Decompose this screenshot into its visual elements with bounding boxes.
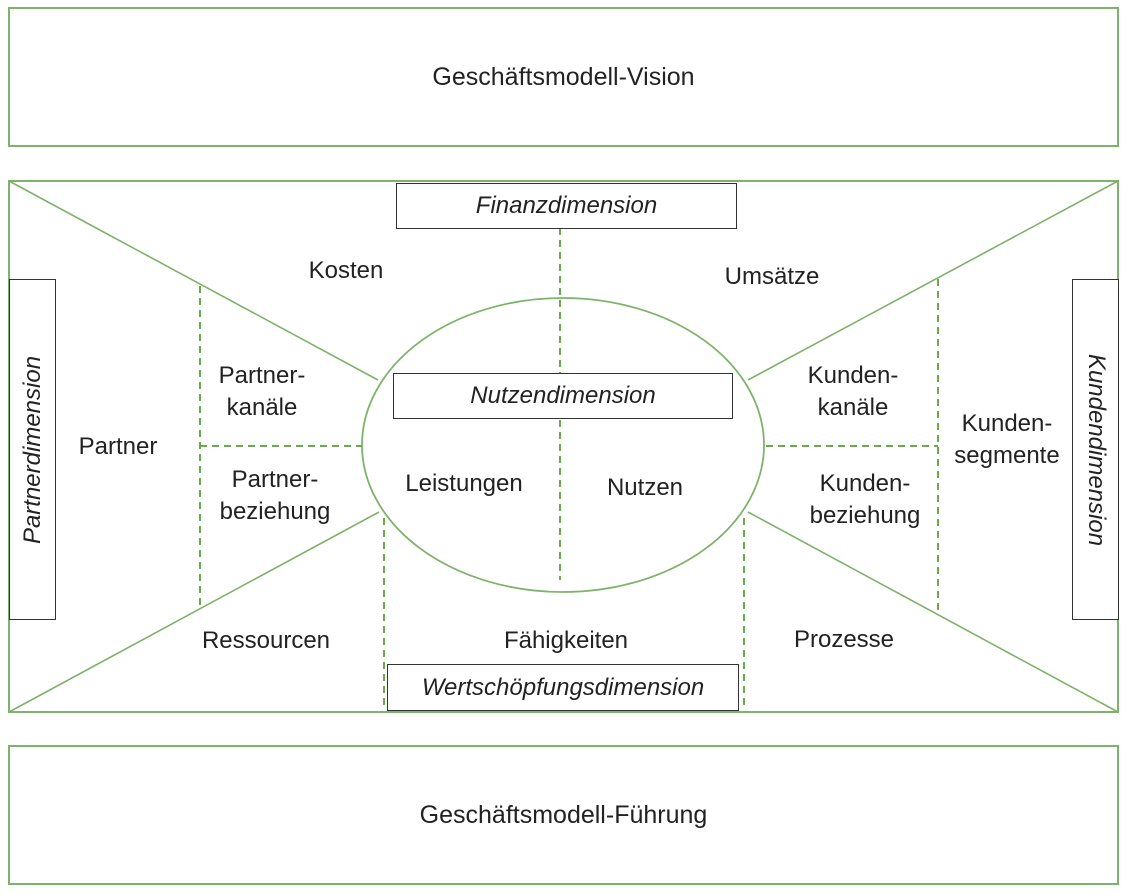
kundendimension-label: Kundendimension <box>1082 353 1110 546</box>
framework-box <box>8 180 1119 713</box>
wertschoepfungsdimension-box: Wertschöpfungsdimension <box>387 664 739 711</box>
fuehrung-box: Geschäftsmodell-Führung <box>8 745 1119 885</box>
label-prozesse: Prozesse <box>793 626 895 653</box>
nutzendimension-box: Nutzendimension <box>393 373 733 419</box>
label-nutzen: Nutzen <box>606 474 684 501</box>
label-partnerbeziehung-line2: beziehung <box>219 498 331 525</box>
label-kosten: Kosten <box>308 257 384 284</box>
label-kundenkanaele: Kunden- kanäle <box>788 360 918 424</box>
label-faehigkeiten: Fähigkeiten <box>503 627 629 654</box>
partnerdimension-box: Partnerdimension <box>9 279 56 620</box>
finanzdimension-label: Finanzdimension <box>475 192 658 219</box>
label-leistungen: Leistungen <box>405 470 523 497</box>
fuehrung-label: Geschäftsmodell-Führung <box>419 800 708 829</box>
finanzdimension-box: Finanzdimension <box>396 183 737 229</box>
diagonal-bottom-right <box>747 511 1119 713</box>
label-partnerbeziehung: Partner- beziehung <box>205 464 345 528</box>
label-partnerkanaele: Partner- kanäle <box>202 360 322 424</box>
label-partnerkanaele-line1: Partner- <box>218 362 306 389</box>
kundendimension-box: Kundendimension <box>1072 279 1119 620</box>
label-umsaetze: Umsätze <box>724 263 820 290</box>
label-kundenkanaele-line2: kanäle <box>817 394 889 421</box>
diagonal-bottom-left <box>8 511 380 713</box>
label-kundenbeziehung: Kunden- beziehung <box>795 468 935 532</box>
diagonal-top-left <box>8 180 379 381</box>
vision-box: Geschäftsmodell-Vision <box>8 7 1119 147</box>
label-partnerkanaele-line2: kanäle <box>226 394 298 421</box>
wertschoepfungsdimension-label: Wertschöpfungsdimension <box>421 673 705 701</box>
label-partner: Partner <box>78 433 158 460</box>
label-kundensegmente-line1: Kunden- <box>961 410 1053 437</box>
value-ellipse <box>361 297 765 593</box>
label-kundensegmente: Kunden- segmente <box>940 408 1074 472</box>
label-ressourcen: Ressourcen <box>201 627 331 654</box>
label-kundenkanaele-line1: Kunden- <box>807 362 899 389</box>
vision-label: Geschäftsmodell-Vision <box>432 62 695 91</box>
label-kundenbeziehung-line2: beziehung <box>809 502 921 529</box>
nutzendimension-label: Nutzendimension <box>470 382 656 409</box>
label-kundensegmente-line2: segmente <box>954 442 1060 469</box>
diagonal-top-right <box>747 180 1119 381</box>
label-kundenbeziehung-line1: Kunden- <box>819 470 911 497</box>
partnerdimension-label: Partnerdimension <box>18 355 46 544</box>
label-partnerbeziehung-line1: Partner- <box>231 466 319 493</box>
